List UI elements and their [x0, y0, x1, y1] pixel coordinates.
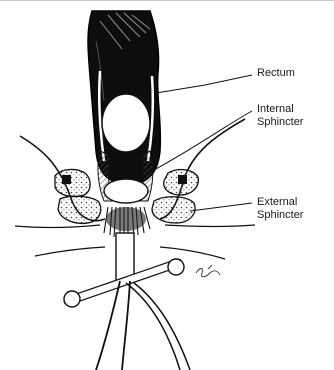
- crossbar-ring-left: [64, 291, 80, 307]
- buttock-right: [160, 247, 225, 259]
- label-internal-line2: Sphincter: [257, 116, 303, 129]
- catheter-shaft: [116, 233, 134, 281]
- skin-line-right: [165, 225, 255, 227]
- label-external-line1: External: [257, 196, 303, 209]
- rectal-balloon: [102, 94, 150, 152]
- leader-rectum: [156, 75, 252, 93]
- artist-signature: [196, 265, 220, 277]
- external-sphincter-left-lower: [58, 196, 101, 223]
- leader-external: [190, 203, 252, 211]
- anal-balloon: [104, 179, 148, 203]
- external-sphincter-left-upper: [55, 169, 90, 196]
- label-rectum: Rectum: [257, 67, 295, 80]
- catheter-tube-3: [126, 283, 180, 370]
- label-external-sphincter: External Sphincter: [257, 196, 303, 222]
- label-external-line2: Sphincter: [257, 209, 303, 222]
- label-internal-line1: Internal: [257, 103, 303, 116]
- label-internal-sphincter: Internal Sphincter: [257, 103, 303, 129]
- catheter-tube-2: [122, 281, 130, 370]
- external-sphincter-right-lower: [152, 197, 195, 223]
- skin-line-left: [15, 225, 100, 228]
- crossbar-ring-right: [168, 259, 184, 275]
- leader-internal: [152, 111, 252, 171]
- buttock-left: [35, 247, 105, 256]
